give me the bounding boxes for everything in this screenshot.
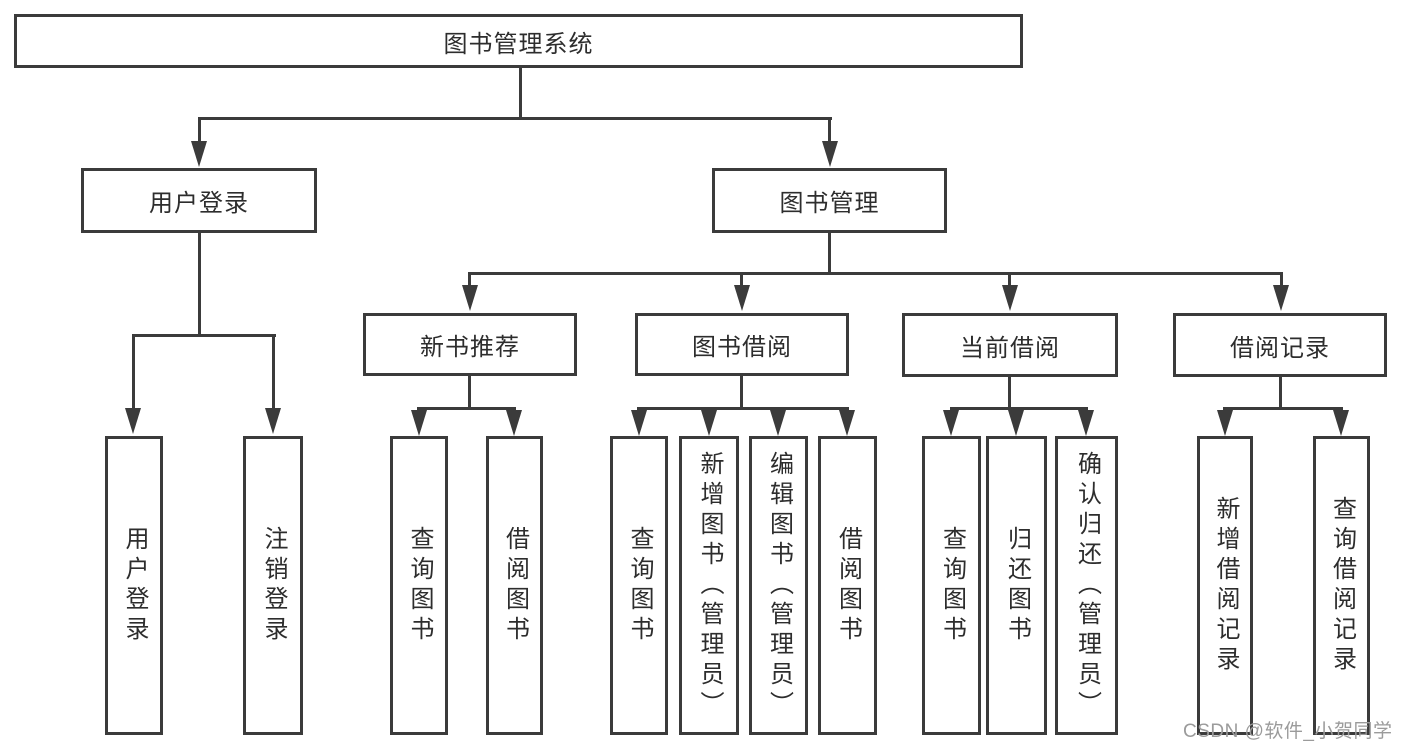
leaf-return-books-label: 归还图书	[1003, 525, 1031, 646]
leaf-query-books-borrowing-label: 查询图书	[626, 525, 653, 646]
node-library-management-system-label: 图书管理系统	[443, 30, 594, 58]
arrow-down-icon	[411, 410, 427, 436]
connector-user-login-rail	[132, 334, 276, 337]
arrow-down-icon	[770, 410, 786, 436]
leaf-query-books-recommend-label: 查询图书	[406, 525, 433, 646]
connector-level1-rail	[198, 117, 832, 120]
node-book-borrowing: 图书借阅	[635, 313, 849, 376]
leaf-edit-book-admin: 编辑图书（管理员）	[749, 436, 808, 735]
arrow-down-icon	[191, 141, 207, 167]
leaf-user-login: 用户登录	[105, 436, 163, 735]
node-book-management-label: 图书管理	[779, 190, 880, 217]
leaf-borrow-books-recommend: 借阅图书	[486, 436, 543, 735]
node-current-borrowing-label: 当前借阅	[960, 334, 1060, 362]
leaf-query-books-current: 查询图书	[922, 436, 981, 735]
arrow-down-icon	[1333, 410, 1349, 436]
node-new-book-recommend: 新书推荐	[363, 313, 577, 376]
connector-drop-current-borrowing	[1008, 272, 1011, 288]
leaf-borrow-books: 借阅图书	[818, 436, 877, 735]
arrow-down-icon	[1008, 410, 1024, 436]
connector-book-borrowing-stub	[740, 376, 743, 409]
leaf-add-book-admin-label: 新增图书（管理员）	[696, 450, 723, 721]
connector-new-book-rail	[417, 407, 516, 410]
connector-drop-user-login	[198, 117, 201, 143]
arrow-down-icon	[125, 408, 141, 434]
node-borrow-records-label: 借阅记录	[1230, 334, 1330, 362]
leaf-add-borrow-record: 新增借阅记录	[1197, 436, 1253, 735]
node-borrow-records: 借阅记录	[1173, 313, 1387, 377]
connector-current-borrowing-stub	[1008, 377, 1011, 409]
node-book-borrowing-label: 图书借阅	[692, 334, 792, 361]
arrow-down-icon	[1217, 410, 1233, 436]
csdn-watermark: CSDN @软件_小贺同学	[1183, 721, 1393, 742]
connector-drop-new-book	[468, 272, 471, 288]
leaf-user-login-label: 用户登录	[121, 525, 148, 646]
leaf-edit-book-admin-label: 编辑图书（管理员）	[765, 450, 793, 721]
connector-drop-leaf-logout	[272, 334, 275, 410]
leaf-query-books-recommend: 查询图书	[390, 436, 448, 735]
leaf-query-borrow-record-label: 查询借阅记录	[1328, 495, 1356, 676]
arrow-down-icon	[631, 410, 647, 436]
connector-book-borrowing-rail	[637, 407, 849, 410]
leaf-query-books-current-label: 查询图书	[938, 525, 966, 646]
leaf-borrow-books-label: 借阅图书	[834, 525, 862, 646]
connector-borrow-records-rail	[1223, 407, 1343, 410]
arrow-down-icon	[506, 410, 522, 436]
leaf-confirm-return-admin-label: 确认归还（管理员）	[1073, 450, 1101, 721]
leaf-add-book-admin: 新增图书（管理员）	[679, 436, 739, 735]
arrow-down-icon	[1002, 285, 1018, 311]
connector-level2-rail	[468, 272, 1283, 275]
leaf-query-books-borrowing: 查询图书	[610, 436, 668, 735]
connector-drop-book-management	[828, 117, 831, 143]
arrow-down-icon	[943, 410, 959, 436]
node-current-borrowing: 当前借阅	[902, 313, 1118, 377]
connector-borrow-records-stub	[1279, 377, 1282, 409]
arrow-down-icon	[734, 285, 750, 311]
arrow-down-icon	[839, 410, 855, 436]
connector-book-management-stub	[828, 233, 831, 274]
node-library-management-system: 图书管理系统	[14, 14, 1023, 68]
connector-root-stub	[519, 68, 522, 119]
connector-current-borrowing-rail	[950, 407, 1088, 410]
connector-user-login-stub	[198, 233, 201, 337]
node-user-login: 用户登录	[81, 168, 317, 233]
leaf-return-books: 归还图书	[986, 436, 1047, 735]
node-user-login-label: 用户登录	[149, 190, 249, 217]
arrow-down-icon	[701, 410, 717, 436]
arrow-down-icon	[265, 408, 281, 434]
leaf-add-borrow-record-label: 新增借阅记录	[1212, 495, 1239, 676]
leaf-logout: 注销登录	[243, 436, 303, 735]
connector-drop-leaf-user-login	[132, 334, 135, 410]
node-book-management: 图书管理	[712, 168, 947, 233]
connector-drop-book-borrowing	[740, 272, 743, 288]
arrow-down-icon	[1078, 410, 1094, 436]
connector-drop-borrow-records	[1280, 272, 1283, 288]
leaf-confirm-return-admin: 确认归还（管理员）	[1055, 436, 1118, 735]
leaf-borrow-books-recommend-label: 借阅图书	[501, 525, 529, 646]
node-new-book-recommend-label: 新书推荐	[420, 334, 520, 361]
leaf-query-borrow-record: 查询借阅记录	[1313, 436, 1370, 735]
connector-new-book-stub	[468, 376, 471, 409]
arrow-down-icon	[822, 141, 838, 167]
leaf-logout-label: 注销登录	[260, 525, 287, 646]
arrow-down-icon	[1273, 285, 1289, 311]
arrow-down-icon	[462, 285, 478, 311]
